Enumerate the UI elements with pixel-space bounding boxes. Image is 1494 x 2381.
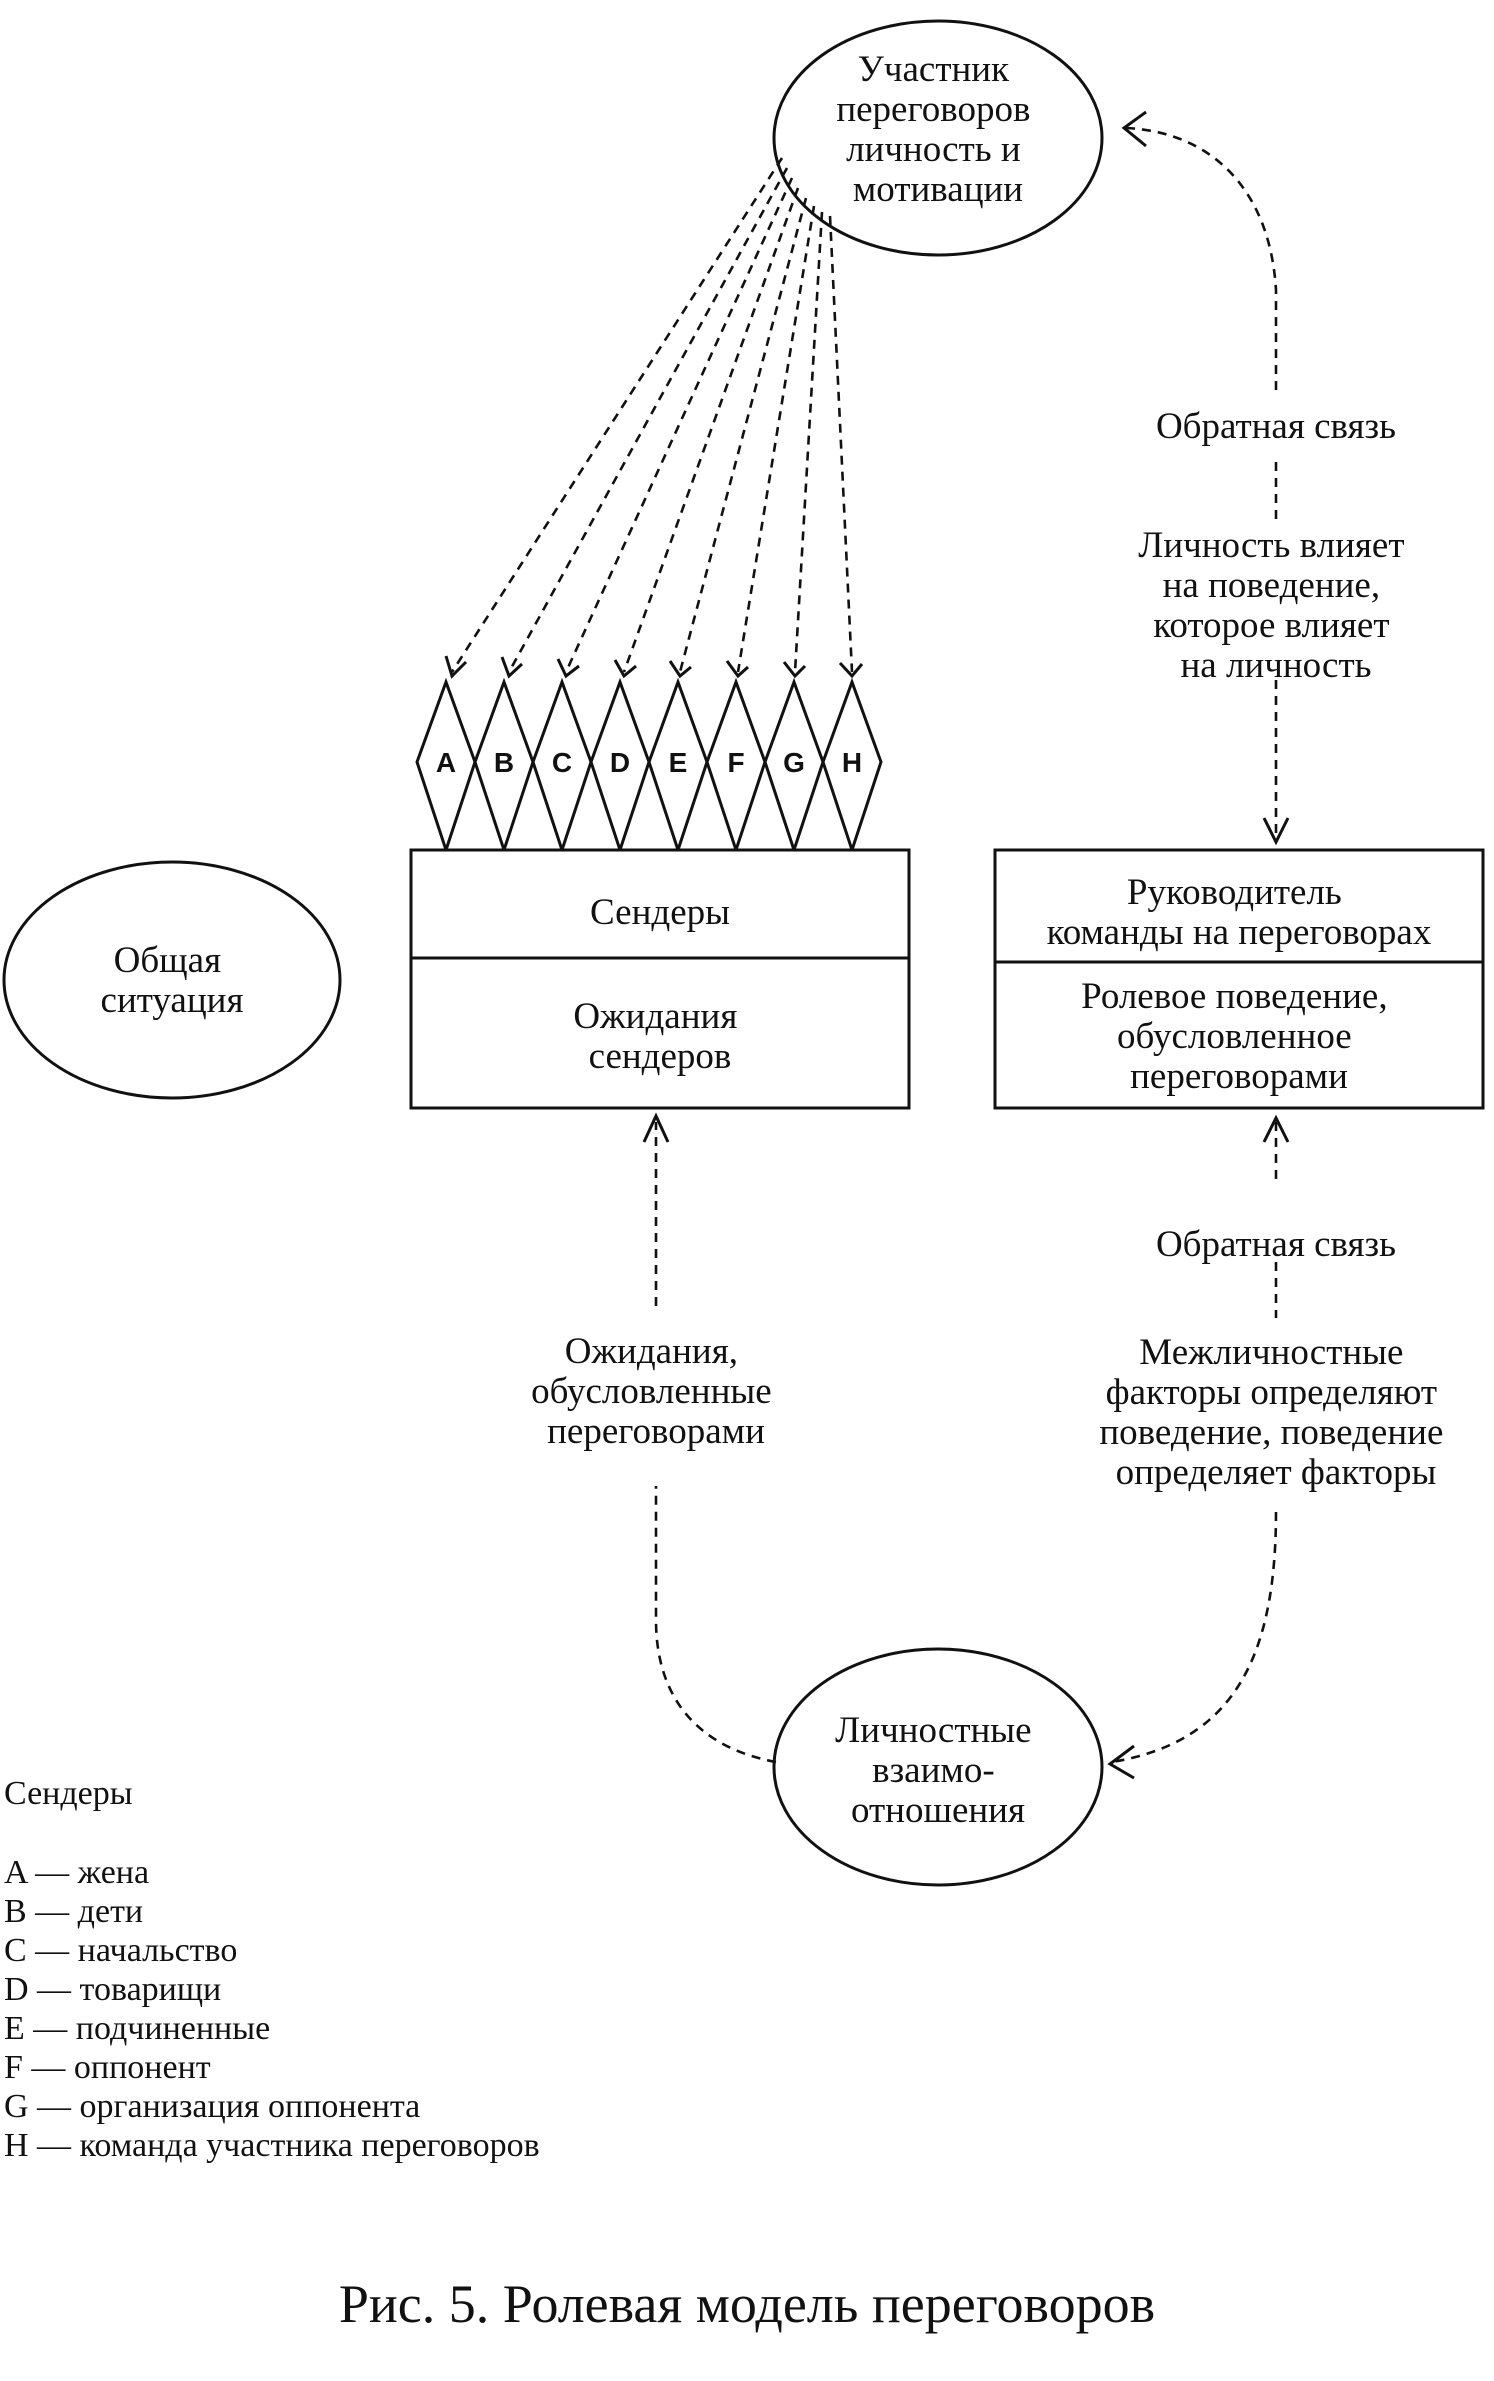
sender-diamond-f: F	[705, 677, 767, 855]
expectations-line: Ожидания,	[565, 1331, 738, 1372]
sender-diamond-d: D	[589, 677, 651, 855]
senders-box-body: Ожидания сендеров	[573, 996, 746, 1077]
sender-letter: C	[552, 747, 572, 778]
relationships-line: Личностные	[835, 1710, 1031, 1751]
legend-item: G — организация оппонента	[4, 2088, 420, 2125]
leader-box-body-line: переговорами	[1130, 1056, 1348, 1097]
feedback-bottom-line: Обратная связь	[1156, 1224, 1396, 1265]
sender-arrows	[444, 157, 864, 679]
feedback-top-line: Обратная связь	[1156, 406, 1396, 447]
leader-box-body-line: Ролевое поведение,	[1081, 976, 1387, 1017]
participant-label: Участник переговоров личность и мотиваци…	[836, 49, 1039, 210]
legend-item: E — подчиненные	[4, 2010, 270, 2047]
leader-box: Руководитель команды на переговорах Роле…	[993, 848, 1485, 1110]
legend-item: H — команда участника переговоров	[4, 2127, 540, 2164]
personality-behavior-line: на личность	[1180, 645, 1371, 686]
personality-behavior-line: которое влияет	[1153, 605, 1389, 646]
general-situation-label: Общая ситуация	[101, 940, 244, 1021]
interpersonal-line: поведение, поведение	[1099, 1412, 1443, 1453]
expectations-line: обусловленные	[531, 1371, 772, 1412]
participant-line: мотивации	[853, 169, 1023, 210]
personality-behavior-line: на поведение,	[1163, 565, 1380, 606]
feedback-bottom-label: Обратная связь	[1156, 1224, 1396, 1265]
sender-letter: E	[669, 747, 688, 778]
expectations-line: переговорами	[547, 1411, 765, 1452]
senders-box-body-line: сендеров	[589, 1036, 732, 1077]
sender-diamond-e: E	[647, 677, 709, 855]
leader-box-title-line: команды на переговорах	[1047, 912, 1432, 953]
relationships-node: Личностные взаимо- отношения	[772, 1647, 1104, 1887]
relationships-line: взаимо-	[872, 1750, 995, 1791]
sender-diamond-b: B	[473, 677, 535, 855]
sender-diamonds: A B C D E F G H	[415, 677, 883, 855]
upper-feedback-arrow	[1121, 110, 1290, 846]
sender-letter: G	[783, 747, 805, 778]
legend-title: Сендеры	[4, 1775, 133, 1812]
general-situation-line: ситуация	[101, 980, 244, 1021]
sender-letter: F	[727, 747, 744, 778]
lower-feedback-arrow	[1107, 1114, 1290, 1780]
expectations-label: Ожидания, обусловленные переговорами	[531, 1331, 781, 1452]
sender-diamond-a: A	[415, 677, 477, 855]
expectations-arrow	[642, 1112, 777, 1764]
sender-diamond-h: H	[821, 677, 883, 855]
interpersonal-line: Межличностные	[1139, 1332, 1403, 1373]
personality-behavior-line: Личность влияет	[1138, 525, 1404, 566]
legend: Сендеры A — жена B — дети C — начальство…	[4, 1775, 540, 2164]
senders-box-title-line: Сендеры	[590, 892, 730, 933]
legend-item: F — оппонент	[4, 2049, 211, 2086]
legend-item: A — жена	[4, 1854, 149, 1891]
interpersonal-label: Межличностные факторы определяют поведен…	[1099, 1332, 1452, 1493]
sender-diamond-g: G	[763, 677, 825, 855]
relationships-label: Личностные взаимо- отношения	[835, 1710, 1041, 1831]
general-situation-line: Общая	[114, 940, 221, 981]
sender-letter: D	[610, 747, 630, 778]
sender-letter: A	[436, 747, 456, 778]
leader-box-body: Ролевое поведение, обусловленное перегов…	[1081, 976, 1397, 1097]
senders-box: Сендеры Ожидания сендеров	[409, 848, 911, 1110]
senders-box-title: Сендеры	[590, 892, 730, 933]
sender-letter: H	[842, 747, 862, 778]
participant-node: Участник переговоров личность и мотиваци…	[772, 19, 1104, 257]
legend-item: C — начальство	[4, 1932, 237, 1969]
senders-box-body-line: Ожидания	[573, 996, 737, 1037]
participant-line: личность и	[846, 129, 1021, 170]
interpersonal-line: определяет факторы	[1116, 1452, 1437, 1493]
leader-box-body-line: обусловленное	[1117, 1016, 1352, 1057]
sender-diamond-c: C	[531, 677, 593, 855]
leader-box-title: Руководитель команды на переговорах	[1047, 872, 1432, 953]
interpersonal-line: факторы определяют	[1106, 1372, 1437, 1413]
participant-line: переговоров	[836, 89, 1030, 130]
participant-line: Участник	[858, 49, 1010, 90]
figure-caption: Рис. 5. Ролевая модель переговоров	[339, 2274, 1155, 2334]
relationships-line: отношения	[851, 1790, 1025, 1831]
legend-item: B — дети	[4, 1893, 143, 1930]
leader-box-title-line: Руководитель	[1127, 872, 1342, 913]
feedback-top-label: Обратная связь	[1156, 406, 1396, 447]
sender-letter: B	[494, 747, 514, 778]
personality-behavior-label: Личность влияет на поведение, которое вл…	[1138, 525, 1414, 686]
general-situation-node: Общая ситуация	[2, 860, 342, 1100]
legend-item: D — товарищи	[4, 1971, 221, 2008]
